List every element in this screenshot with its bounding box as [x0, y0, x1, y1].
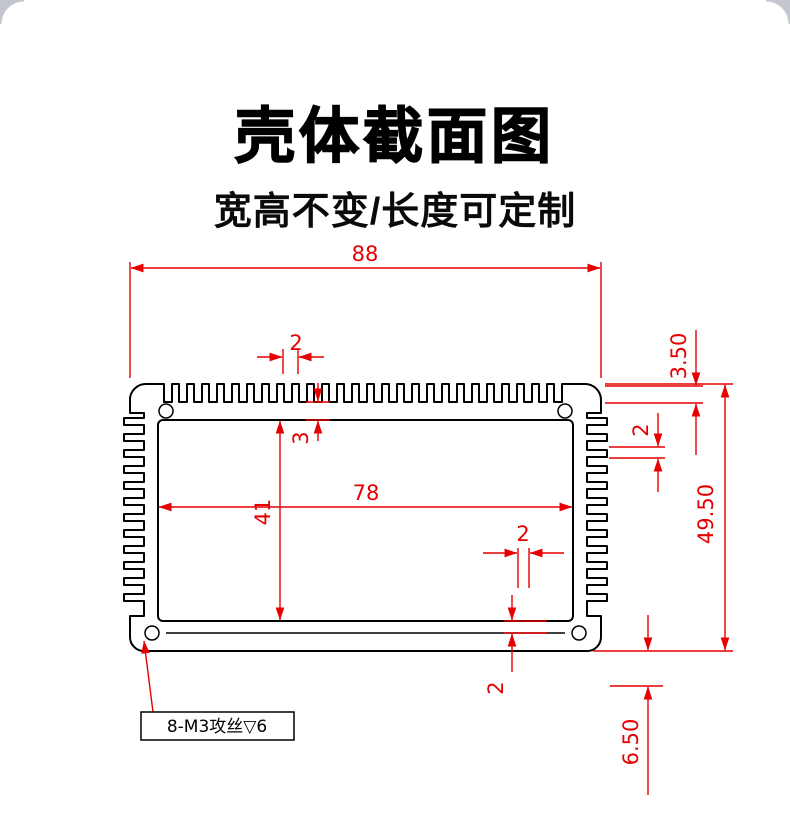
- dim-label-top-fin-pitch: 2: [289, 331, 302, 355]
- dim-top-wall-thickness: [605, 330, 703, 455]
- page-subtitle: 宽高不变/长度可定制: [213, 191, 577, 233]
- dim-inner-rib-gap: [483, 548, 564, 588]
- dim-side-fin-gap: [609, 413, 665, 492]
- dim-label-side-fin-gap: 2: [629, 423, 653, 436]
- leader-line: [141, 640, 154, 713]
- dim-foot-height: [610, 615, 663, 795]
- tap-note-label: 8-M3攻丝▽6: [167, 717, 267, 737]
- dim-overall-width: [129, 262, 602, 378]
- enclosure-profile: [123, 382, 608, 652]
- dim-label-overall-width: 88: [352, 242, 379, 266]
- dim-label-bottom-wall-thickness: 2: [484, 681, 508, 694]
- dim-label-inner-height: 41: [251, 499, 275, 526]
- tap-note-box: [140, 711, 295, 741]
- dim-top-fin-depth: [306, 383, 330, 441]
- dim-overall-height: [593, 383, 733, 652]
- dim-label-inner-width: 78: [353, 481, 380, 505]
- dim-label-inner-rib-gap: 2: [516, 522, 529, 546]
- screw-hole-bottom-right: [571, 625, 587, 641]
- page-title: 壳体截面图: [234, 102, 555, 171]
- card-corner-right: [766, 0, 790, 24]
- screw-hole-top-left: [158, 403, 174, 419]
- dim-label-top-fin-depth: 3: [289, 431, 313, 444]
- screw-hole-bottom-left: [144, 625, 160, 641]
- screw-hole-top-right: [557, 403, 573, 419]
- dim-label-foot-height: 6.50: [619, 719, 643, 766]
- dim-label-overall-height: 49.50: [694, 484, 718, 544]
- dim-label-top-wall-thickness: 3.50: [667, 333, 691, 380]
- card-corner-left: [0, 0, 24, 24]
- dim-bottom-wall-thickness: [504, 595, 547, 672]
- inner-cavity: [157, 419, 574, 622]
- tap-note-callout: 8-M3攻丝▽6: [140, 640, 295, 741]
- dim-top-fin-pitch: [257, 349, 324, 374]
